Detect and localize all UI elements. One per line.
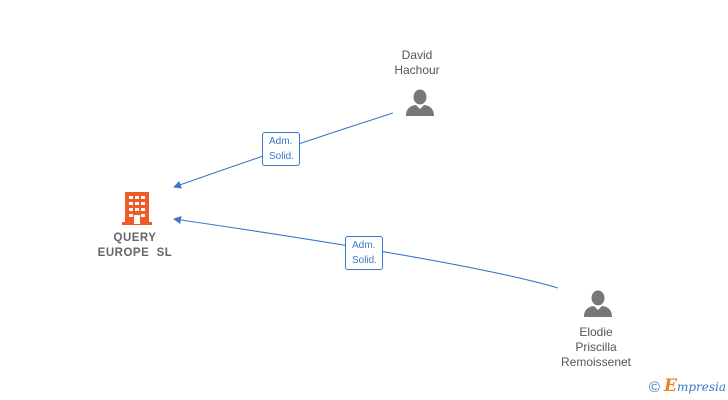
edge-elodie-to-company — [173, 216, 559, 289]
person-name-elodie[interactable]: Elodie Priscilla Remoissenet — [546, 325, 646, 370]
person-name-line3: Remoissenet — [560, 355, 632, 369]
company-name[interactable]: QUERY EUROPE SL — [85, 231, 185, 261]
brand-logo: Empresia — [663, 376, 726, 396]
edge-label-line1: Adm. — [352, 240, 376, 251]
company-name-line2: EUROPE SL — [97, 247, 173, 259]
edge-label-line2: Solid. — [352, 255, 378, 266]
brand-rest: mpresia — [676, 380, 726, 394]
edge-label-line1: Adm. — [269, 136, 293, 147]
person-name-line1: Elodie — [579, 325, 613, 339]
person-name-line2: Priscilla — [575, 340, 617, 354]
brand-initial: E — [663, 376, 677, 396]
person-icon[interactable] — [405, 88, 435, 118]
edge-label-elodie: Adm. Solid. — [345, 236, 384, 270]
building-icon[interactable] — [122, 191, 152, 225]
copyright-icon: © — [648, 378, 660, 396]
person-name-david[interactable]: David Hachour — [377, 48, 457, 78]
edge-label-david: Adm. Solid. — [262, 132, 301, 166]
footer-brand: © Empresia — [649, 377, 726, 397]
person-name-line2: Hachour — [394, 63, 440, 77]
person-name-line1: David — [401, 48, 433, 62]
person-icon[interactable] — [583, 289, 613, 319]
company-name-line1: QUERY — [113, 232, 157, 244]
edge-label-line2: Solid. — [269, 151, 295, 162]
